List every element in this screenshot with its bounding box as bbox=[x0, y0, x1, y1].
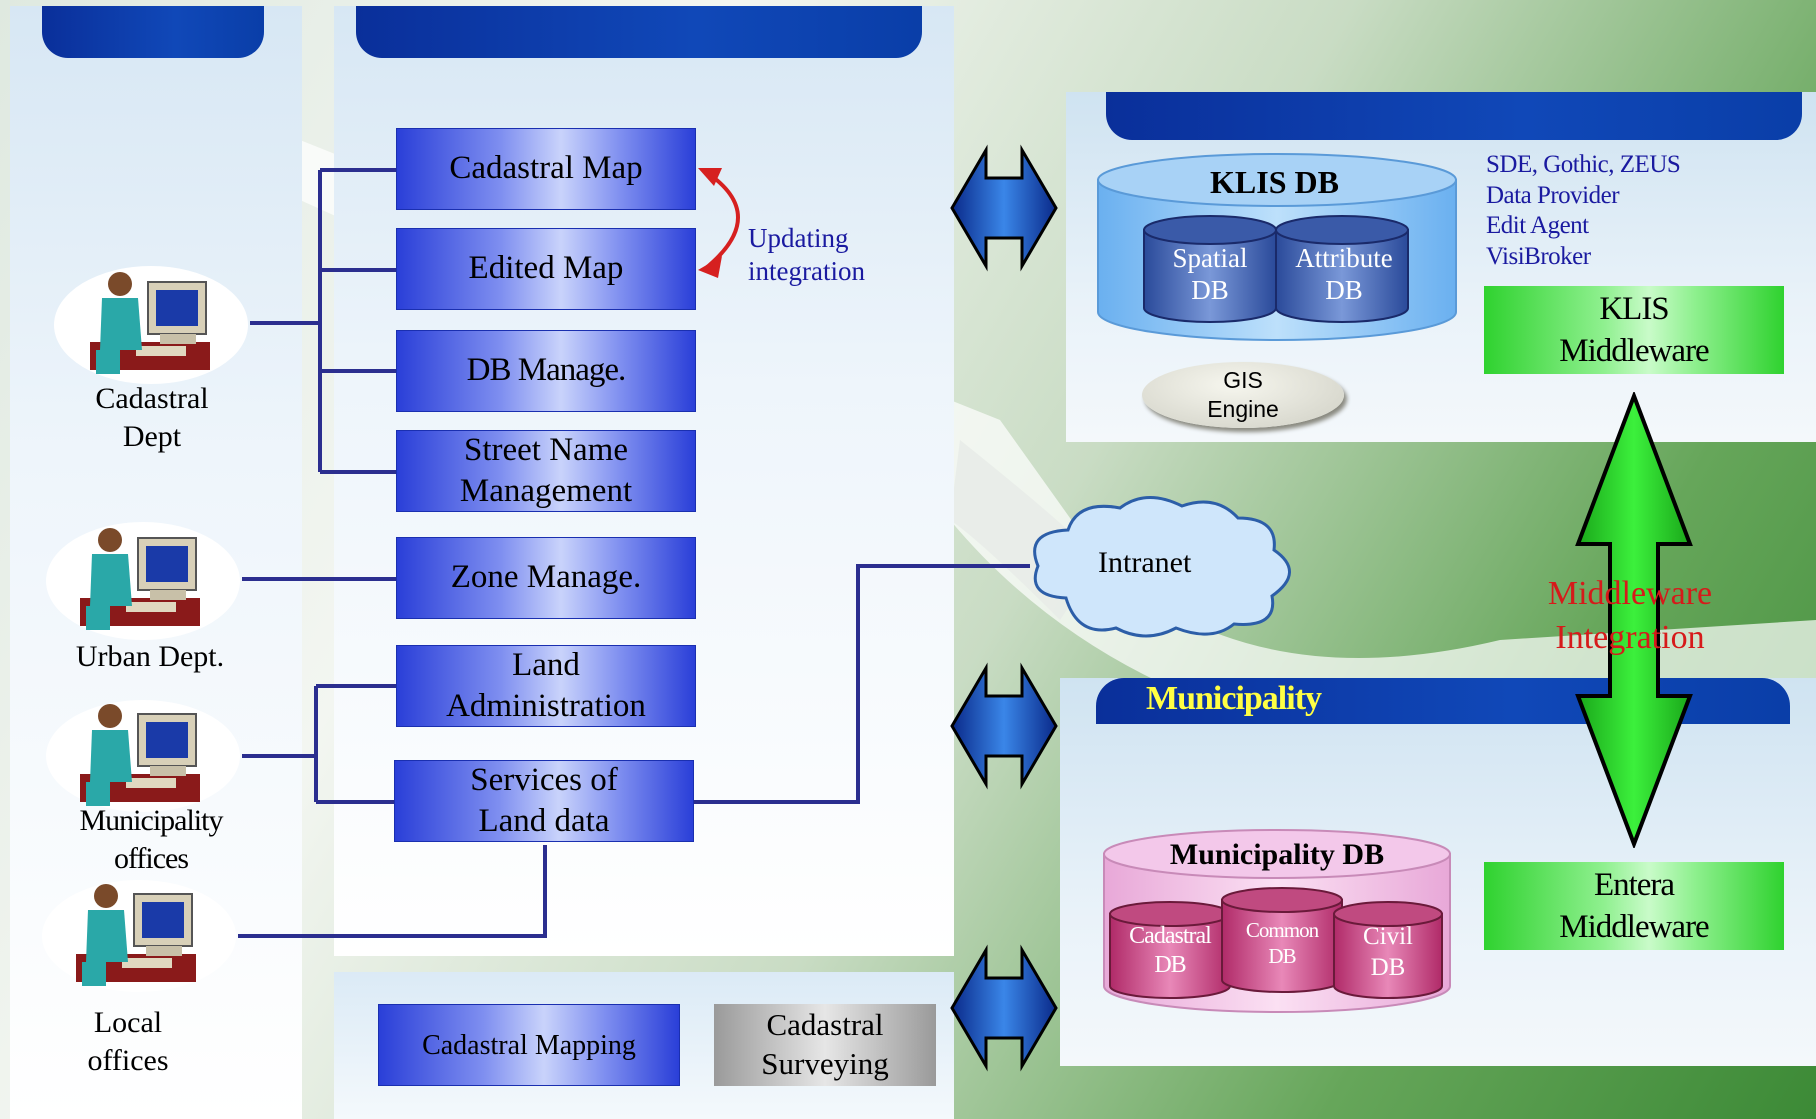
middleware-integration-arrow bbox=[1575, 392, 1693, 848]
updating-line1: Updating bbox=[748, 223, 849, 253]
zone-manage-box[interactable]: Zone Manage. bbox=[396, 537, 696, 619]
cadastral-db-line2: DB bbox=[1154, 952, 1186, 979]
klis-middleware-line2: Middleware bbox=[1559, 333, 1709, 369]
services-label-line1: Services of bbox=[470, 761, 618, 798]
street-name-label-line1: Street Name bbox=[463, 431, 629, 468]
cadastral-dept-label-line1: Cadastral bbox=[95, 382, 209, 415]
cadastral-mapping-label: Cadastral Mapping bbox=[422, 1029, 636, 1061]
cadastral-dept-label: Cadastral Dept bbox=[60, 380, 244, 457]
urban-dept-label-line1: Urban Dept. bbox=[75, 640, 225, 673]
attribute-db-label: Attribute DB bbox=[1282, 242, 1406, 307]
land-admin-label-line2: Administration bbox=[446, 688, 646, 724]
municipality-link-arrow bbox=[950, 666, 1058, 786]
middleware-integration-line1: Middleware bbox=[1547, 575, 1713, 612]
entera-middleware-line1: Entera bbox=[1593, 866, 1675, 903]
cadastral-map-box[interactable]: Cadastral Map bbox=[396, 128, 696, 210]
services-of-land-data-box[interactable]: Services of Land data bbox=[394, 760, 694, 842]
intranet-cloud-icon bbox=[1033, 496, 1291, 638]
cadastral-mapping-box[interactable]: Cadastral Mapping bbox=[378, 1004, 680, 1086]
attribute-db-line1: Attribute bbox=[1295, 243, 1393, 273]
zone-manage-label: Zone Manage. bbox=[450, 559, 642, 596]
mapping-link-arrow bbox=[950, 948, 1058, 1068]
klis-middleware-box[interactable]: KLIS Middleware bbox=[1484, 286, 1784, 374]
local-offices-label: Local offices bbox=[56, 1004, 200, 1081]
street-name-label-line2: Management bbox=[459, 473, 633, 509]
common-db-line1: Common bbox=[1245, 918, 1319, 942]
street-name-management-box[interactable]: Street Name Management bbox=[396, 430, 696, 512]
klis-link-arrow bbox=[950, 148, 1058, 268]
civil-db-line1: Civil bbox=[1362, 923, 1413, 950]
users-panel-header bbox=[42, 6, 264, 58]
gis-engine-ellipse bbox=[1142, 362, 1344, 428]
entera-middleware-box[interactable]: Entera Middleware bbox=[1484, 862, 1784, 950]
klis-note-3: Edit Agent bbox=[1486, 212, 1589, 239]
spatial-db-line2: DB bbox=[1191, 275, 1229, 306]
cadastral-dept-label-line2: Dept bbox=[122, 420, 182, 454]
services-label-line2: Land data bbox=[478, 803, 610, 839]
middleware-integration-label: Middleware Integration bbox=[1544, 572, 1716, 660]
land-admin-label-line1: Land bbox=[512, 646, 580, 683]
klis-note-1: SDE, Gothic, ZEUS bbox=[1486, 151, 1681, 178]
municipality-header-label: Municipality bbox=[1146, 680, 1322, 717]
local-offices-label-line1: Local bbox=[93, 1006, 163, 1039]
klis-note-4: VisiBroker bbox=[1486, 242, 1591, 270]
cadastral-surveying-line2: Surveying bbox=[761, 1046, 889, 1081]
municipality-offices-label-line2: offices bbox=[113, 842, 189, 876]
urban-dept-label: Urban Dept. bbox=[50, 638, 250, 676]
edited-map-label: Edited Map bbox=[468, 250, 624, 287]
functions-panel-header bbox=[356, 6, 922, 58]
db-manage-label: DB Manage. bbox=[466, 352, 627, 389]
middleware-integration-line2: Integration bbox=[1555, 619, 1705, 657]
intranet-label: Intranet bbox=[1098, 546, 1192, 579]
cadastral-map-label: Cadastral Map bbox=[449, 150, 643, 187]
attribute-db-line2: DB bbox=[1325, 275, 1363, 306]
municipality-offices-label-line1: Municipality bbox=[79, 804, 224, 837]
common-db-line2: DB bbox=[1268, 943, 1296, 968]
cadastral-db-line1: Cadastral bbox=[1129, 923, 1212, 949]
civil-db-line2: DB bbox=[1370, 953, 1406, 981]
cadastral-surveying-line1: Cadastral bbox=[766, 1007, 884, 1043]
common-db-label: Common DB bbox=[1222, 918, 1342, 969]
cadastral-surveying-box[interactable]: Cadastral Surveying bbox=[714, 1004, 936, 1086]
civil-db-label: Civil DB bbox=[1334, 922, 1442, 983]
klis-components-list: SDE, Gothic, ZEUS Data Provider Edit Age… bbox=[1486, 150, 1681, 272]
municipality-offices-label: Municipality offices bbox=[44, 802, 258, 879]
spatial-db-line1: Spatial bbox=[1172, 243, 1248, 273]
klis-note-2: Data Provider bbox=[1486, 181, 1620, 209]
municipality-db-title: Municipality DB bbox=[1169, 838, 1385, 871]
municipality-db-cylinder bbox=[1103, 829, 1451, 1013]
klis-middleware-line1: KLIS bbox=[1599, 290, 1669, 327]
land-administration-box[interactable]: Land Administration bbox=[396, 645, 696, 727]
klis-db-title: KLIS DB bbox=[1210, 164, 1339, 200]
db-manage-box[interactable]: DB Manage. bbox=[396, 330, 696, 412]
klis-panel-header bbox=[1106, 92, 1802, 140]
gis-engine-label: GIS Engine bbox=[1142, 366, 1344, 424]
gis-engine-line2: Engine bbox=[1207, 395, 1279, 422]
local-offices-label-line2: offices bbox=[87, 1044, 169, 1078]
klis-db-cylinder bbox=[1097, 153, 1457, 341]
updating-integration-label: Updating integration bbox=[748, 222, 865, 288]
entera-middleware-line2: Middleware bbox=[1559, 909, 1709, 945]
edited-map-box[interactable]: Edited Map bbox=[396, 228, 696, 310]
gis-engine-line1: GIS bbox=[1223, 367, 1263, 393]
updating-line2: integration bbox=[748, 255, 865, 286]
cadastral-db-label: Cadastral DB bbox=[1110, 922, 1230, 981]
spatial-db-label: Spatial DB bbox=[1150, 242, 1270, 307]
